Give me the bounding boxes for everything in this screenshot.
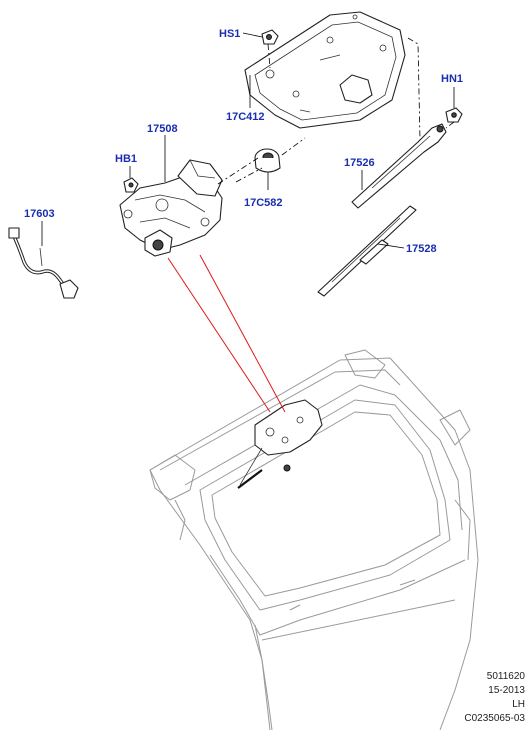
callout-hn1: HN1 — [441, 73, 463, 85]
callout-hb1: HB1 — [115, 153, 137, 165]
cover-panel-17c412 — [244, 11, 406, 129]
wiper-motor-17508 — [119, 159, 223, 257]
nut-hn1 — [445, 107, 463, 123]
assembly-line-1 — [217, 157, 259, 185]
drawing-side: LH — [512, 699, 525, 710]
highlight-line-left — [167, 257, 271, 413]
assembly-line-3 — [281, 137, 306, 156]
assembly-line-6 — [445, 121, 455, 129]
callout-17528: 17528 — [406, 243, 437, 255]
assembly-line-5 — [407, 37, 421, 141]
callout-17c412: 17C412 — [226, 111, 265, 123]
assembly-line-2 — [235, 167, 263, 183]
drawing-code: C0235065-03 — [464, 713, 525, 724]
callout-17c582: 17C582 — [244, 197, 283, 209]
callout-17603: 17603 — [24, 208, 55, 220]
callout-17508: 17508 — [147, 123, 178, 135]
leader-17528 — [377, 243, 405, 249]
callout-hs1: HS1 — [219, 28, 240, 40]
wiper-arm-17526 — [351, 123, 447, 209]
assembly-line-4 — [267, 43, 271, 69]
leader-hs1 — [242, 32, 263, 38]
tailgate-assembly — [149, 349, 479, 730]
drawing-date: 15-2013 — [488, 685, 525, 696]
wiper-blade-17528 — [317, 205, 417, 297]
nut-hs1 — [261, 29, 279, 45]
bolt-hb1 — [123, 177, 139, 193]
highlight-line-right — [199, 254, 286, 413]
drawing-reference-block: 5011620 15-2013 LH C0235065-03 — [464, 670, 525, 726]
harness-17603 — [8, 227, 79, 299]
drawing-number: 5011620 — [486, 671, 525, 682]
callout-17526: 17526 — [344, 157, 375, 169]
grommet-17c582 — [254, 148, 281, 173]
